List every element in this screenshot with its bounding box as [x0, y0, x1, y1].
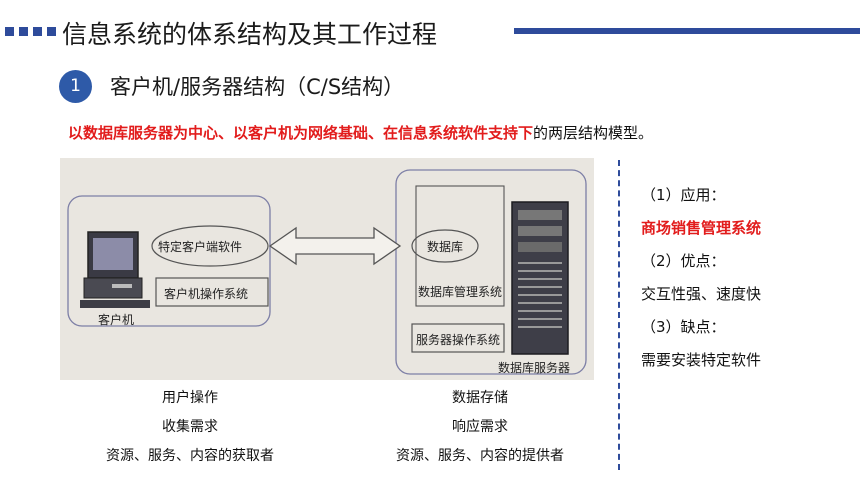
header-square-icon — [33, 27, 42, 36]
client-software-ellipse — [151, 225, 269, 267]
server-os-box — [411, 323, 505, 353]
client-frame — [67, 195, 271, 327]
client-role-line: 资源、服务、内容的获取者 — [106, 448, 274, 464]
note-pros-value: 交互性强、速度快 — [641, 285, 762, 303]
note-cons-value: 需要安装特定软件 — [641, 351, 762, 369]
server-label: 数据库服务器 — [498, 361, 571, 375]
database-ellipse — [411, 229, 479, 263]
note-pros-label: （2）优点： — [641, 252, 726, 270]
server-tower-icon — [511, 201, 569, 355]
db-inner-box — [415, 185, 505, 307]
cs-architecture-diagram: 特定客户端软件 客户机操作系统 客户机 数据库 数据库管理系统 服务器操作系统 … — [60, 158, 594, 380]
notes-panel: （1）应用： 商场销售管理系统 （2）优点： 交互性强、速度快 （3）缺点： 需… — [641, 179, 761, 377]
section-title: 客户机/服务器结构（C/S结构） — [110, 75, 405, 99]
dashed-divider — [618, 160, 620, 470]
diagram-drawing — [67, 169, 587, 375]
client-label: 客户机 — [98, 313, 135, 327]
computer-icon — [80, 231, 150, 308]
header-square-icon — [5, 27, 14, 36]
header-square-icon — [19, 27, 28, 36]
server-role-line: 响应需求 — [452, 419, 508, 435]
server-frame — [395, 169, 587, 375]
client-role-list: 用户操作 收集需求 资源、服务、内容的获取者 — [80, 384, 300, 471]
intro-rest: 的两层结构模型。 — [533, 124, 654, 142]
note-app-value: 商场销售管理系统 — [641, 219, 762, 237]
client-role-line: 用户操作 — [162, 390, 218, 406]
client-role-line: 收集需求 — [162, 419, 218, 435]
title-bar — [514, 28, 860, 34]
server-role-line: 数据存储 — [452, 390, 508, 406]
slide-header: 信息系统的体系结构及其工作过程 — [0, 0, 860, 62]
server-role-line: 资源、服务、内容的提供者 — [396, 448, 564, 464]
server-role-list: 数据存储 响应需求 资源、服务、内容的提供者 — [370, 384, 590, 471]
note-cons-label: （3）缺点： — [641, 318, 726, 336]
dbms-label: 数据库管理系统 — [418, 285, 503, 299]
database-label: 数据库 — [427, 240, 464, 254]
header-square-icon — [47, 27, 56, 36]
server-os-label: 服务器操作系统 — [416, 333, 501, 347]
note-app-label: （1）应用： — [641, 186, 726, 204]
slide-title: 信息系统的体系结构及其工作过程 — [62, 20, 438, 49]
client-os-label: 客户机操作系统 — [164, 287, 249, 301]
intro-highlight: 以数据库服务器为中心、以客户机为网络基础、在信息系统软件支持下 — [68, 124, 534, 142]
client-os-box — [155, 277, 269, 307]
client-software-label: 特定客户端软件 — [158, 240, 243, 254]
double-arrow-icon — [268, 226, 402, 266]
section-number-badge: 1 — [59, 70, 92, 103]
intro-sentence: 以数据库服务器为中心、以客户机为网络基础、在信息系统软件支持下的两层结构模型。 — [68, 122, 653, 143]
